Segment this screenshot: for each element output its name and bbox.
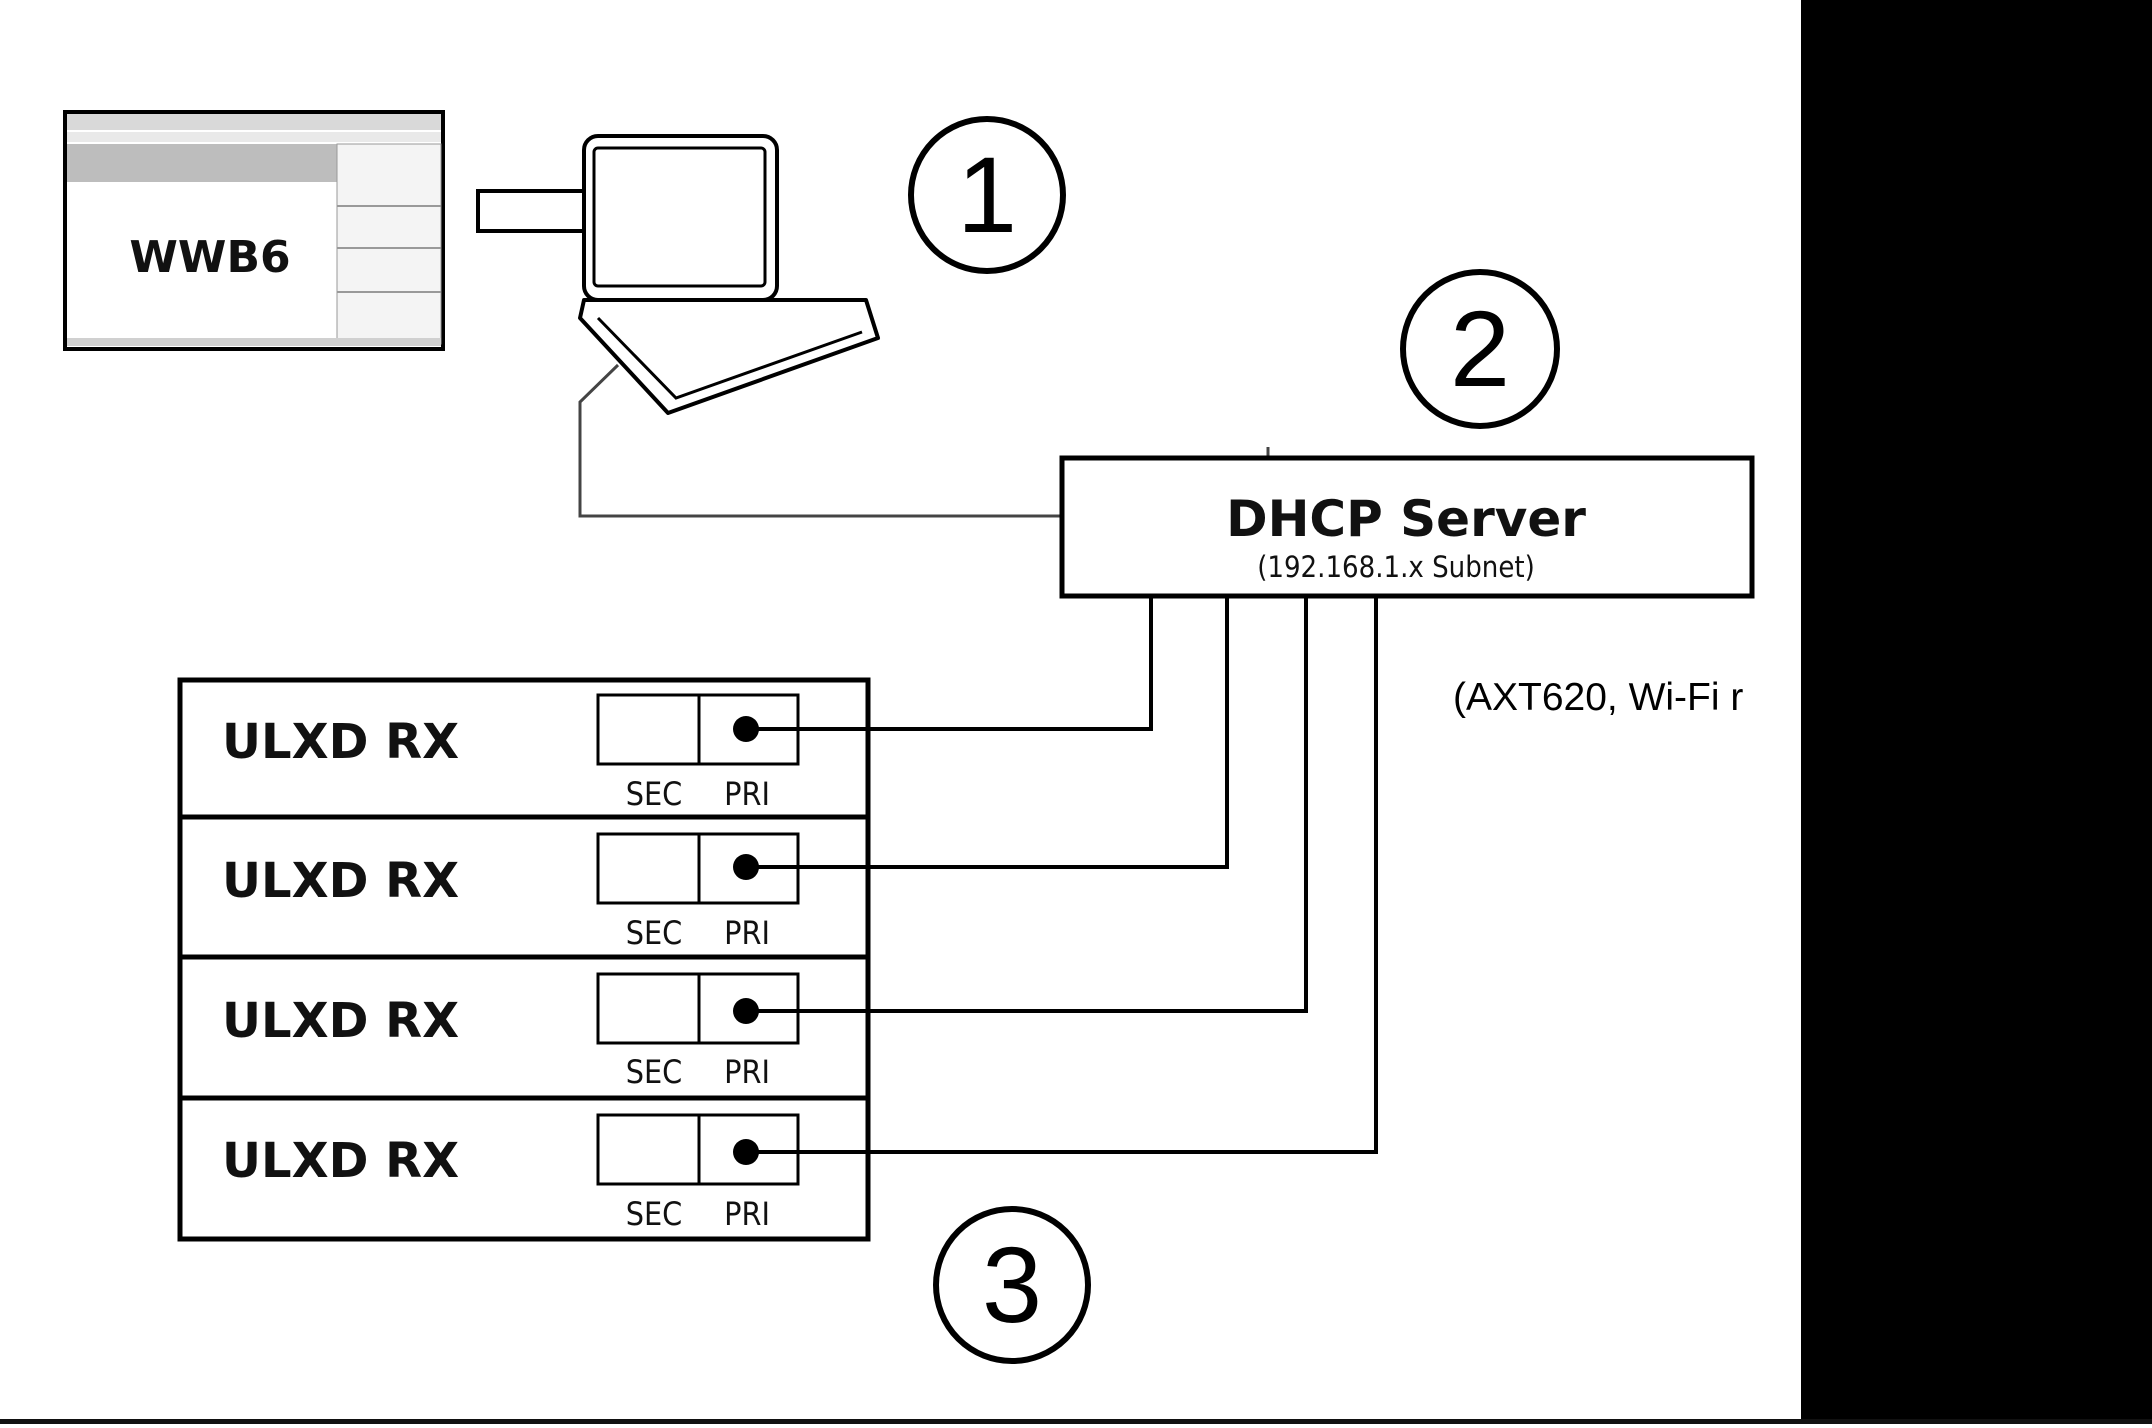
wwb6-screenshot: WWB6 bbox=[63, 110, 445, 351]
bottom-edge-bar bbox=[0, 1419, 2152, 1424]
pri-port-label: PRI bbox=[724, 775, 770, 813]
receiver-stack: ULXD RX SEC PRI ULXD RX SEC PRI ULXD RX … bbox=[177, 677, 871, 1242]
laptop-icon bbox=[578, 134, 880, 415]
pri-port-label: PRI bbox=[724, 1053, 770, 1091]
sec-port-label: SEC bbox=[626, 1053, 683, 1091]
cable-2 bbox=[746, 596, 1229, 869]
sec-port-label: SEC bbox=[626, 1195, 683, 1233]
pri-port-label: PRI bbox=[724, 1195, 770, 1233]
dhcp-server-box: DHCP Server (192.168.1.x Subnet) bbox=[1059, 455, 1755, 599]
side-note: (AXT620, Wi-Fi r bbox=[1453, 676, 1743, 719]
pri-port-label: PRI bbox=[724, 914, 770, 952]
cable-4 bbox=[746, 596, 1378, 1154]
marker-1-circle bbox=[908, 116, 1066, 274]
receiver-label: ULXD RX bbox=[222, 714, 459, 770]
marker-2-circle bbox=[1400, 269, 1560, 429]
cropped-black-panel bbox=[1801, 0, 2152, 1424]
cable-3 bbox=[746, 596, 1308, 1013]
marker-1-label: 1 bbox=[957, 134, 1017, 255]
cable-1 bbox=[746, 596, 1153, 731]
laptop-cable bbox=[578, 363, 1062, 518]
marker-3-label: 3 bbox=[982, 1224, 1042, 1345]
marker-2-label: 2 bbox=[1450, 288, 1510, 409]
wwb6-label: WWB6 bbox=[129, 232, 290, 283]
dhcp-subtitle: (192.168.1.x Subnet) bbox=[1257, 550, 1535, 584]
receiver-label: ULXD RX bbox=[222, 853, 459, 909]
dhcp-title: DHCP Server bbox=[1226, 490, 1586, 548]
marker-3-circle bbox=[933, 1206, 1091, 1364]
screenshot-toolbar bbox=[67, 144, 337, 182]
receiver-label: ULXD RX bbox=[222, 993, 459, 1049]
sec-port-label: SEC bbox=[626, 775, 683, 813]
network-cables bbox=[746, 596, 1378, 1154]
receiver-label: ULXD RX bbox=[222, 1133, 459, 1189]
sec-port-label: SEC bbox=[626, 914, 683, 952]
